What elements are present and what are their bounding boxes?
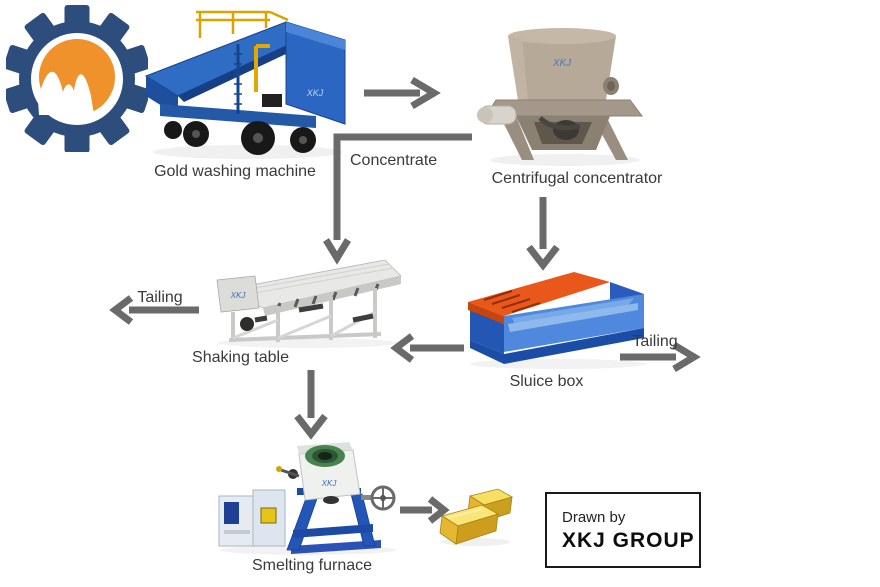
machine-brand-mark: XKJ xyxy=(552,58,572,69)
shaking-table-image: XKJ xyxy=(216,259,402,348)
control-cabinets xyxy=(218,489,286,547)
wheels xyxy=(164,121,316,155)
pipe xyxy=(254,44,270,92)
label-tailing-left: Tailing xyxy=(137,289,183,306)
arrow-sluice-tailing-right xyxy=(620,341,701,373)
arrow-furnace-to-gold xyxy=(400,496,450,524)
drive-motor xyxy=(240,317,254,331)
tilting-crucible xyxy=(297,442,361,501)
company-gear-logo-icon xyxy=(6,5,148,152)
label-smelting-furnace: Smelting furnace xyxy=(251,557,373,574)
arrow-concentrate-to-shaking-table xyxy=(323,133,472,265)
gold-bars-image xyxy=(439,488,514,546)
feed-box xyxy=(216,275,260,313)
warning-sign xyxy=(260,507,277,524)
arrow-concentrator-to-sluice xyxy=(526,197,560,271)
arrow-washing-to-concentrator xyxy=(364,76,441,110)
gold-washing-machine-image: XKJ xyxy=(144,10,346,159)
handwheel xyxy=(361,485,396,511)
smelting-furnace-image: XKJ xyxy=(218,442,396,555)
machine-brand-mark: XKJ xyxy=(230,291,247,300)
frame-legs xyxy=(228,288,382,342)
credit-box: Drawn by XKJ GROUP xyxy=(545,492,701,568)
arrow-shaking-to-furnace xyxy=(294,370,328,440)
sluice-box-image xyxy=(468,272,646,369)
orange-feed-tray xyxy=(468,272,610,324)
label-tailing-right: Tailing xyxy=(632,333,678,350)
label-sluice-box: Sluice box xyxy=(509,373,584,390)
centrifugal-concentrator-image: XKJ xyxy=(477,28,643,166)
machine-brand-mark: XKJ xyxy=(321,479,338,488)
credit-prefix: Drawn by xyxy=(562,509,626,526)
label-shaking-table: Shaking table xyxy=(192,349,289,366)
gold-bar xyxy=(439,504,500,545)
label-concentrate: Concentrate xyxy=(350,152,438,169)
credit-name: XKJ GROUP xyxy=(562,529,695,552)
arrow-sluice-to-shaking-table xyxy=(390,333,464,363)
machine-brand-mark: XKJ xyxy=(306,88,324,98)
arrow-shaking-tailing-left xyxy=(109,295,199,325)
label-centrifugal-concentrator: Centrifugal concentrator xyxy=(491,170,663,187)
label-gold-washing-machine: Gold washing machine xyxy=(154,163,316,180)
gear-icon xyxy=(6,5,148,152)
